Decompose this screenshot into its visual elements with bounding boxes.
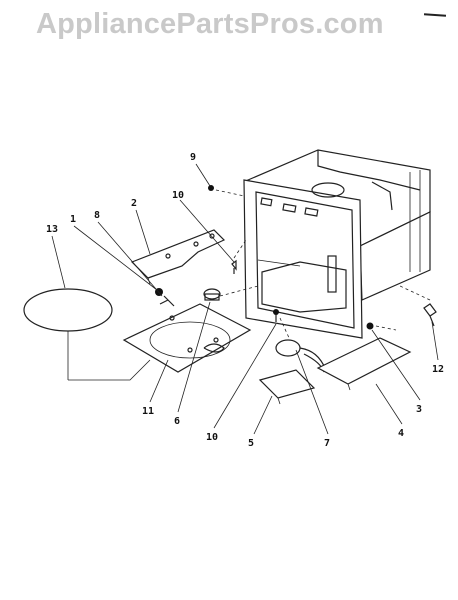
- callout-2: 2: [131, 198, 137, 209]
- part-5-bracket: [258, 369, 316, 399]
- part-10-screw-top: [231, 259, 237, 274]
- callout-1: 1: [70, 214, 76, 225]
- callout-13: 13: [46, 224, 58, 235]
- oven-cavity: [243, 149, 431, 339]
- callout-4: 4: [398, 428, 404, 439]
- part-2-cover: [130, 229, 226, 285]
- part-6-coupler: [203, 288, 221, 301]
- callout-5: 5: [248, 438, 254, 449]
- part-13-glass-tray: [23, 288, 113, 332]
- callout-8: 8: [94, 210, 100, 221]
- part-4-bottom-plate: [316, 337, 412, 385]
- callout-7: 7: [324, 438, 330, 449]
- part-3-grommet: [366, 322, 374, 330]
- callout-3: 3: [416, 404, 422, 415]
- callout-12: 12: [432, 364, 444, 375]
- callout-6: 6: [174, 416, 180, 427]
- part-11-floor-plate: [122, 303, 252, 373]
- callout-9: 9: [190, 152, 196, 163]
- callout-10-top: 10: [172, 190, 184, 201]
- watermark-logo: AppliancePartsPros.com: [36, 8, 384, 40]
- part-12-switch: [423, 303, 437, 327]
- part-9-screw: [208, 185, 214, 191]
- callout-11: 11: [142, 406, 154, 417]
- callout-10-bottom: 10: [206, 432, 218, 443]
